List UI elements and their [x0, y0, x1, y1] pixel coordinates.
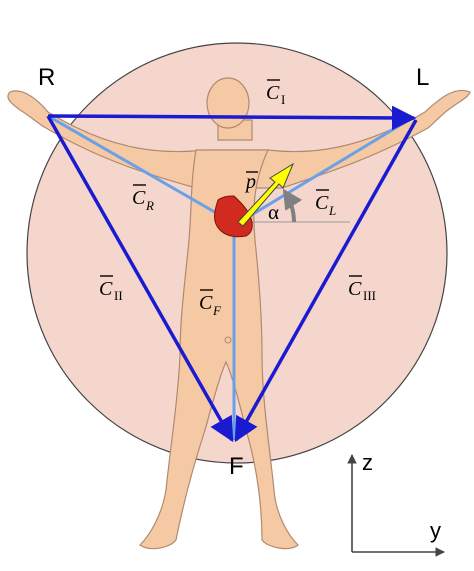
vertex-label-r: R: [38, 64, 55, 91]
lead-label-cf: C F: [199, 289, 222, 318]
dipole-vector: [237, 162, 295, 227]
svg-text:L: L: [328, 203, 336, 218]
coordinate-axes: [347, 454, 445, 557]
lead-label-c3: C III: [348, 275, 376, 303]
einthoven-triangle: [46, 105, 418, 443]
svg-text:C: C: [132, 187, 146, 209]
augmented-lead-lines: [47, 114, 413, 440]
lead-label-c1: C I: [266, 79, 285, 107]
axis-label-y: y: [430, 518, 441, 543]
svg-text:II: II: [114, 288, 123, 303]
svg-text:C: C: [99, 278, 113, 300]
lead-label-c2: C II: [99, 275, 123, 303]
svg-text:C: C: [315, 192, 329, 214]
lead-label-cl: C L: [315, 189, 336, 218]
axis-label-z: z: [362, 450, 373, 475]
svg-text:C: C: [266, 82, 280, 104]
svg-text:C: C: [199, 292, 213, 314]
vertex-label-l: L: [416, 64, 429, 91]
heart: [214, 195, 253, 238]
arms: [7, 89, 471, 189]
lead-label-cr: C R: [132, 184, 154, 213]
navel: [224, 336, 232, 344]
angle-arc: [282, 188, 303, 223]
angle-label-alpha: α: [268, 200, 279, 224]
vector-label-p: p: [244, 171, 258, 193]
svg-text:p: p: [244, 171, 256, 193]
vertex-label-f: F: [229, 453, 244, 480]
torso-legs: [139, 149, 299, 550]
svg-text:C: C: [348, 278, 362, 300]
svg-text:F: F: [212, 303, 222, 318]
svg-text:R: R: [145, 198, 154, 213]
svg-text:I: I: [281, 92, 285, 107]
head: [206, 77, 250, 129]
svg-text:III: III: [363, 288, 376, 303]
